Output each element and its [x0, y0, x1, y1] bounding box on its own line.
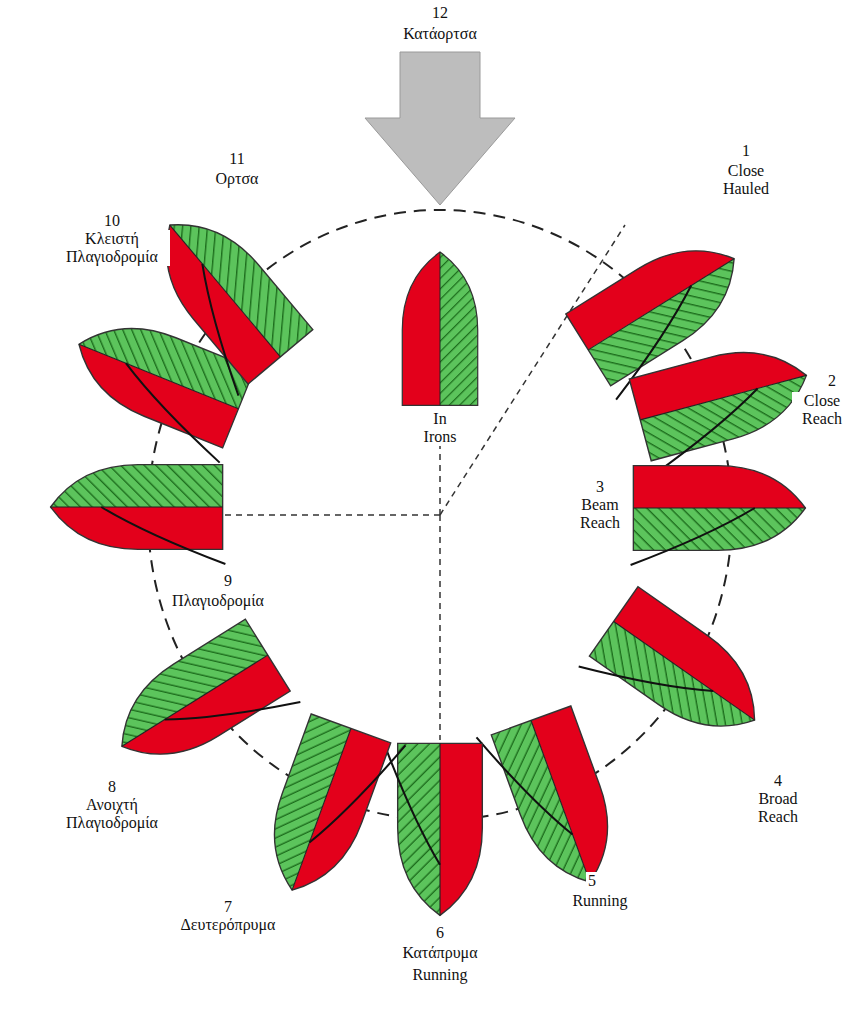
boat-hull	[402, 252, 477, 405]
sail-line	[477, 718, 573, 854]
point-of-sail-label: Κατάπρυμα	[400, 944, 479, 962]
point-of-sail-label: Close Hauled	[713, 162, 779, 198]
hull-outline	[629, 335, 817, 461]
hull-centerline	[292, 728, 351, 890]
sail-line	[309, 726, 405, 862]
callout-number: 10	[102, 212, 122, 230]
hull-outline	[402, 252, 477, 405]
point-of-sail-label: Κλειστή Πλαγιοδρομία	[54, 230, 170, 266]
point-of-sail-label: Πλαγιοδρομία	[170, 592, 266, 610]
hull-port-half	[402, 252, 440, 405]
boat-hull	[99, 618, 300, 795]
callout-number: 11	[227, 150, 246, 168]
boat-hull	[126, 198, 314, 396]
hull-starboard-half	[440, 252, 478, 405]
hull-centerline	[439, 743, 440, 915]
hull-starboard-half	[398, 743, 440, 915]
callout-number: 5	[586, 872, 598, 890]
callout-number: 1	[740, 142, 752, 160]
callout-number: 8	[106, 778, 118, 796]
point-of-sail-label: Close Reach	[792, 392, 852, 428]
hull-starboard-half	[589, 621, 754, 754]
hull-outline	[491, 706, 629, 897]
sail-line	[165, 654, 301, 768]
hull-outline	[99, 619, 290, 782]
callout-number: 6	[434, 924, 446, 942]
hull-outline	[252, 714, 390, 905]
point-of-sail-label: Running	[410, 966, 469, 984]
hull-centerline	[633, 507, 805, 508]
hull-outline	[633, 466, 805, 551]
hull-starboard-half	[633, 508, 805, 550]
point-of-sail-label: Κατάορτσα	[401, 25, 479, 43]
hull-port-half	[51, 507, 223, 549]
point-of-sail-label: In Irons	[414, 410, 466, 446]
callout-number: 9	[222, 572, 234, 590]
point-of-sail-label: Running	[570, 892, 629, 910]
hull-centerline	[122, 655, 268, 746]
hull-starboard-half	[640, 375, 817, 460]
boat-hull	[252, 711, 405, 909]
sail-line	[383, 741, 440, 865]
boat-hull	[383, 741, 482, 916]
callout-number: 2	[826, 372, 838, 390]
hull-starboard-half	[170, 198, 313, 357]
boats	[51, 198, 822, 916]
hull-port-half	[440, 743, 482, 915]
sail-line	[105, 363, 242, 462]
boat-hull	[631, 466, 806, 565]
sail-line	[631, 508, 755, 565]
boat-hull	[51, 465, 226, 564]
wind-arrow	[365, 52, 515, 205]
hull-outline	[589, 587, 778, 755]
hull-centerline	[440, 252, 441, 405]
hull-starboard-half	[491, 720, 590, 896]
hull-centerline	[531, 720, 590, 882]
hull-centerline	[640, 375, 806, 420]
hull-outline	[398, 743, 483, 915]
point-of-sail-label: Δευτερόπρυμα	[178, 916, 277, 934]
callout-number: 7	[222, 898, 234, 916]
sail-line	[159, 264, 283, 396]
hull-port-half	[633, 466, 805, 508]
hull-centerline	[79, 344, 239, 408]
hull-starboard-half	[51, 465, 223, 507]
hull-centerline	[51, 506, 223, 507]
hull-outline	[51, 465, 223, 550]
boat-hull	[477, 703, 630, 901]
sail-line	[579, 620, 713, 738]
callout-number: 12	[430, 4, 450, 22]
sail-line	[101, 507, 225, 564]
point-of-sail-label: Beam Reach	[573, 496, 627, 532]
point-of-sail-label: Broad Reach	[748, 790, 808, 826]
hull-centerline	[170, 225, 281, 357]
point-of-sail-label: Ανοιχτή Πλαγιοδρομία	[54, 796, 170, 832]
sail-line	[638, 388, 773, 475]
point-of-sail-label: Ορτσα	[214, 170, 261, 188]
callout-number: 4	[772, 772, 784, 790]
hull-centerline	[614, 621, 755, 720]
callout-number: 3	[594, 478, 606, 496]
boat-hull	[579, 585, 779, 767]
